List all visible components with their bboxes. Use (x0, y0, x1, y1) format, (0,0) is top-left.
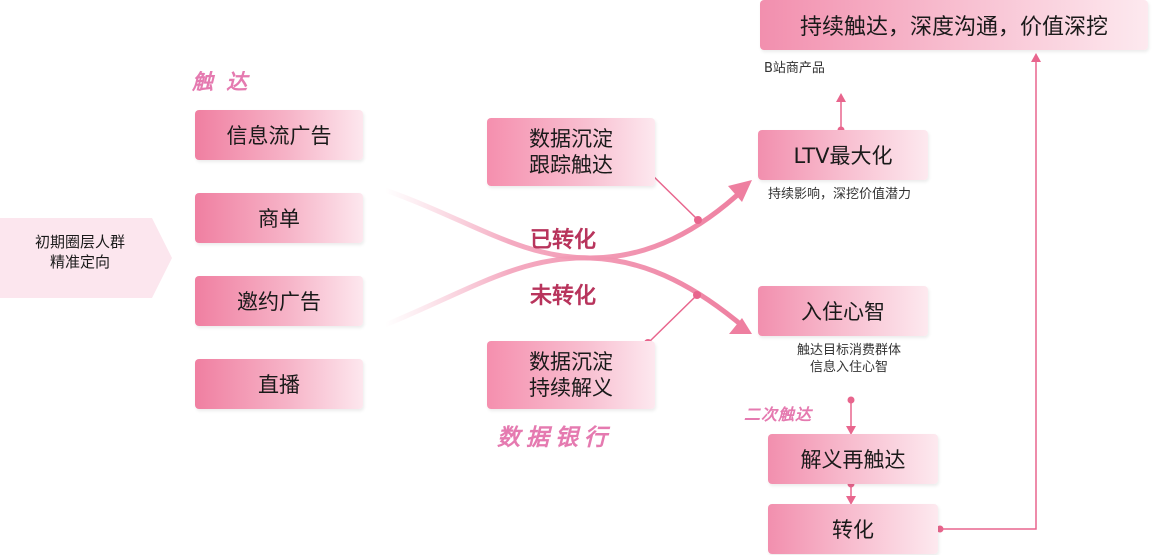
second-touch-dot (847, 396, 855, 404)
channel-invitation-ads: 邀约广告 (195, 276, 363, 326)
reinterpret-box: 解义再触达 (768, 434, 938, 484)
loop-back-arrowhead (1031, 53, 1041, 62)
reinterpret-down-arrowhead (846, 496, 856, 505)
curve-converted-arrowhead (728, 180, 752, 202)
ltv-up-arrowhead (836, 93, 846, 102)
entry-label-line2: 精准定向 (49, 253, 110, 272)
entry-chevron-shape (0, 218, 172, 298)
entry-label: 初期圈层人群 精准定向 (0, 232, 160, 273)
curve-unconverted-arrowhead (729, 318, 752, 334)
b-station-note: B站商产品 (764, 61, 825, 76)
second-touch-label: 二次触达 (744, 405, 813, 424)
data-box-interpret-line1: 数据沉淀 (529, 349, 613, 374)
channel-commercial-order: 商单 (195, 193, 363, 243)
pin-dot-bottom-b (693, 291, 701, 299)
data-bank-label: 数据银行 (497, 425, 613, 451)
data-box-track-line1: 数据沉淀 (529, 126, 613, 151)
pin-dot-top-b (694, 216, 702, 224)
loop-back-line (940, 62, 1037, 530)
mind-note-line2: 信息入住心智 (809, 359, 888, 375)
data-box-track-line2: 跟踪触达 (529, 153, 613, 177)
ltv-note: 持续影响，深挖价值潜力 (768, 187, 912, 202)
mind-box: 入住心智 (758, 286, 928, 336)
entry-label-line1: 初期圈层人群 (34, 233, 125, 251)
data-box-interpret-line2: 持续解义 (529, 376, 613, 400)
ltv-box: LTV最大化 (758, 130, 928, 180)
touch-label: 触 达 (192, 70, 251, 94)
unconverted-label: 未转化 (530, 284, 597, 309)
data-box-track: 数据沉淀 跟踪触达 (487, 118, 655, 186)
second-touch-arrowhead (846, 426, 856, 435)
channel-feed-ads: 信息流广告 (195, 110, 363, 160)
loop-back-dot (936, 525, 944, 533)
converted-label: 已转化 (530, 228, 597, 253)
mind-note-line1: 触达目标消费群体 (796, 343, 901, 358)
top-goal-box: 持续触达，深度沟通，价值深挖 (760, 0, 1148, 50)
mind-note: 触达目标消费群体 信息入住心智 (774, 343, 924, 377)
pin-line-top (647, 170, 697, 219)
pin-line-bottom (647, 295, 697, 344)
convert-box: 转化 (768, 504, 938, 554)
data-box-interpret: 数据沉淀 持续解义 (487, 341, 655, 409)
channel-live-stream: 直播 (195, 359, 363, 409)
